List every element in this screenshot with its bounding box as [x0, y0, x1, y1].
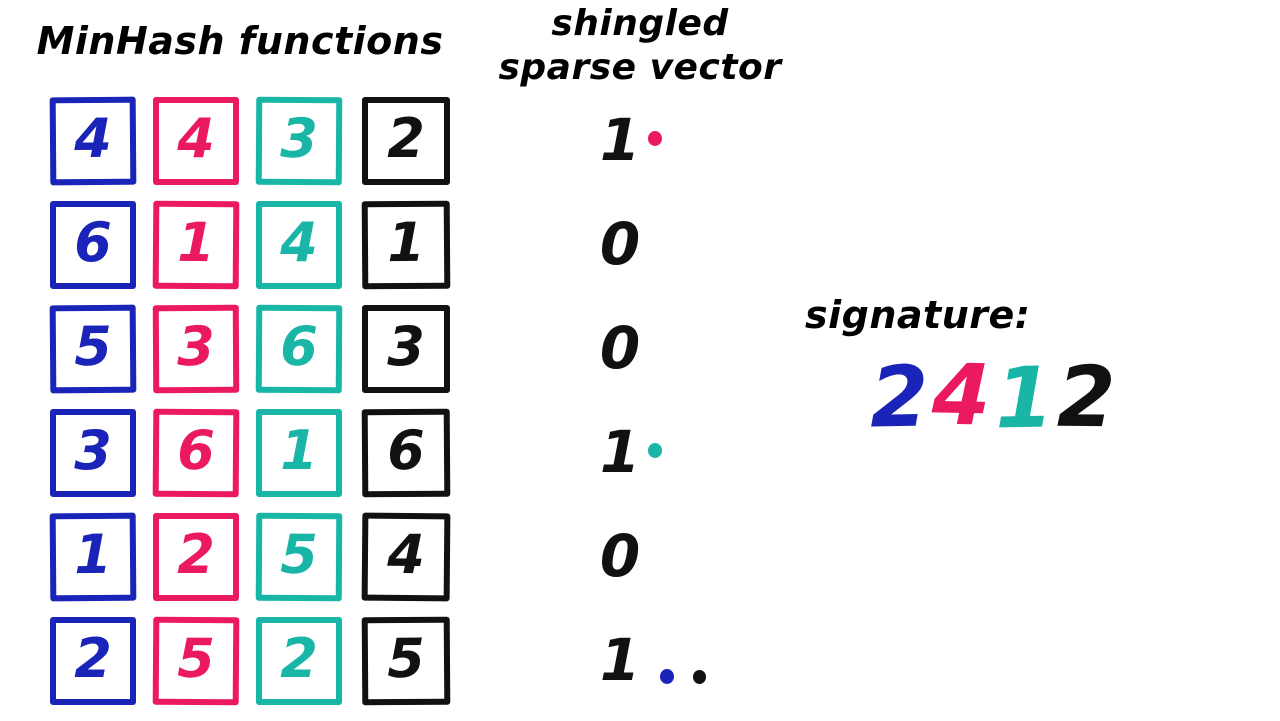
minhash-cell-r5-c4[interactable]: 4 — [361, 512, 451, 602]
minhash-cell-r4-c2[interactable]: 6 — [152, 408, 240, 498]
minhash-functions-title: MinHash functions — [36, 19, 444, 63]
minhash-row: 2 5 2 5 — [50, 616, 452, 721]
minhash-cell-r4-c3[interactable]: 1 — [256, 409, 342, 497]
signature-digit-4: 2 — [1056, 347, 1117, 447]
minhash-cell-r5-c2[interactable]: 2 — [153, 513, 239, 601]
sparse-vector-row: 0 — [480, 201, 800, 305]
sparse-vector-row: 0 — [480, 305, 800, 409]
minhash-cell-value: 1 — [280, 419, 318, 482]
minhash-cell-r1-c2[interactable]: 4 — [153, 97, 239, 185]
minhash-cell-value: 5 — [280, 522, 318, 587]
sparse-vector-bit-2: 0 — [599, 210, 641, 278]
minhash-cell-value: 2 — [280, 627, 318, 690]
signature-label: signature: — [805, 293, 1031, 337]
minhash-cell-r3-c4[interactable]: 3 — [362, 305, 450, 393]
minhash-cell-value: 2 — [177, 523, 215, 586]
minhash-cell-r6-c2[interactable]: 5 — [152, 616, 240, 706]
minhash-cell-r2-c1[interactable]: 6 — [50, 201, 136, 289]
minhash-cell-r1-c4[interactable]: 2 — [362, 97, 450, 185]
minhash-cell-r1-c1[interactable]: 4 — [49, 96, 137, 186]
minhash-cell-value: 5 — [177, 626, 216, 691]
minhash-cell-value: 1 — [177, 210, 216, 275]
minhash-cell-value: 2 — [74, 627, 112, 690]
sparse-vector-marker-dot-teal — [648, 443, 662, 458]
minhash-cell-r6-c3[interactable]: 2 — [256, 617, 342, 705]
minhash-cell-value: 4 — [177, 107, 215, 170]
sparse-vector-row: 1 — [480, 617, 800, 721]
sparse-vector-row: 1 — [480, 409, 800, 513]
sparse-vector-row: 1 — [480, 97, 800, 201]
minhash-cell-value: 6 — [280, 314, 318, 379]
minhash-cell-r2-c4[interactable]: 1 — [361, 200, 451, 290]
minhash-row: 4 4 3 2 — [49, 96, 452, 201]
signature-digit-2: 4 — [931, 345, 992, 445]
minhash-row: 6 1 4 1 — [50, 200, 452, 305]
minhash-cell-r6-c4[interactable]: 5 — [361, 616, 451, 706]
minhash-cell-r1-c3[interactable]: 3 — [255, 96, 343, 186]
minhash-cell-value: 1 — [73, 522, 113, 587]
minhash-cell-value: 4 — [73, 106, 113, 171]
sparse-vector-marker-dot-blue — [660, 669, 674, 684]
sparse-vector-bit-5: 0 — [599, 522, 641, 590]
minhash-cell-r5-c3[interactable]: 5 — [255, 512, 343, 602]
minhash-cell-value: 5 — [386, 626, 425, 691]
minhash-cell-r3-c2[interactable]: 3 — [152, 304, 240, 394]
minhash-cell-value: 3 — [74, 419, 112, 482]
minhash-cell-r2-c3[interactable]: 4 — [256, 201, 342, 289]
minhash-row: 1 2 5 4 — [49, 512, 452, 617]
minhash-cell-value: 3 — [177, 314, 215, 379]
minhash-cell-r3-c3[interactable]: 6 — [255, 304, 343, 394]
minhash-cell-r4-c1[interactable]: 3 — [50, 409, 136, 497]
sparse-vector-title-line2: sparse vector — [498, 47, 782, 88]
sparse-vector-bit-6: 1 — [599, 626, 641, 694]
sparse-vector-column: 1 0 0 1 0 1 — [480, 97, 800, 697]
minhash-cell-value: 6 — [386, 418, 425, 483]
sparse-vector-bit-4: 1 — [599, 418, 641, 486]
sparse-vector-bit-1: 1 — [599, 106, 641, 174]
minhash-cell-r2-c2[interactable]: 1 — [152, 200, 240, 290]
minhash-cell-value: 2 — [387, 107, 425, 170]
sparse-vector-bit-3: 0 — [599, 314, 641, 382]
minhash-cell-value: 3 — [387, 315, 425, 378]
sparse-vector-panel: shingled sparse vector 1 0 0 1 0 1 — [480, 0, 800, 720]
minhash-cell-value: 6 — [177, 418, 216, 483]
sparse-vector-title-line1: shingled — [551, 3, 729, 44]
sparse-vector-title: shingled sparse vector — [480, 2, 800, 90]
minhash-cell-value: 1 — [386, 210, 425, 275]
sparse-vector-marker-dot-pink — [648, 131, 662, 146]
minhash-cell-r3-c1[interactable]: 5 — [49, 304, 137, 394]
minhash-cell-r5-c1[interactable]: 1 — [49, 512, 137, 602]
signature-digit-1: 2 — [869, 347, 930, 447]
minhash-cell-value: 3 — [280, 106, 318, 171]
signature-digit-3: 1 — [994, 348, 1055, 448]
minhash-cell-value: 4 — [386, 522, 426, 587]
minhash-cell-value: 5 — [73, 314, 113, 379]
minhash-cell-r6-c1[interactable]: 2 — [50, 617, 136, 705]
minhash-cell-value: 4 — [280, 211, 318, 274]
sparse-vector-marker-dot-black — [693, 670, 706, 684]
minhash-cell-r4-c4[interactable]: 6 — [361, 408, 451, 498]
minhash-row: 3 6 1 6 — [50, 408, 452, 513]
minhash-cell-value: 6 — [74, 211, 112, 274]
sparse-vector-row: 0 — [480, 513, 800, 617]
